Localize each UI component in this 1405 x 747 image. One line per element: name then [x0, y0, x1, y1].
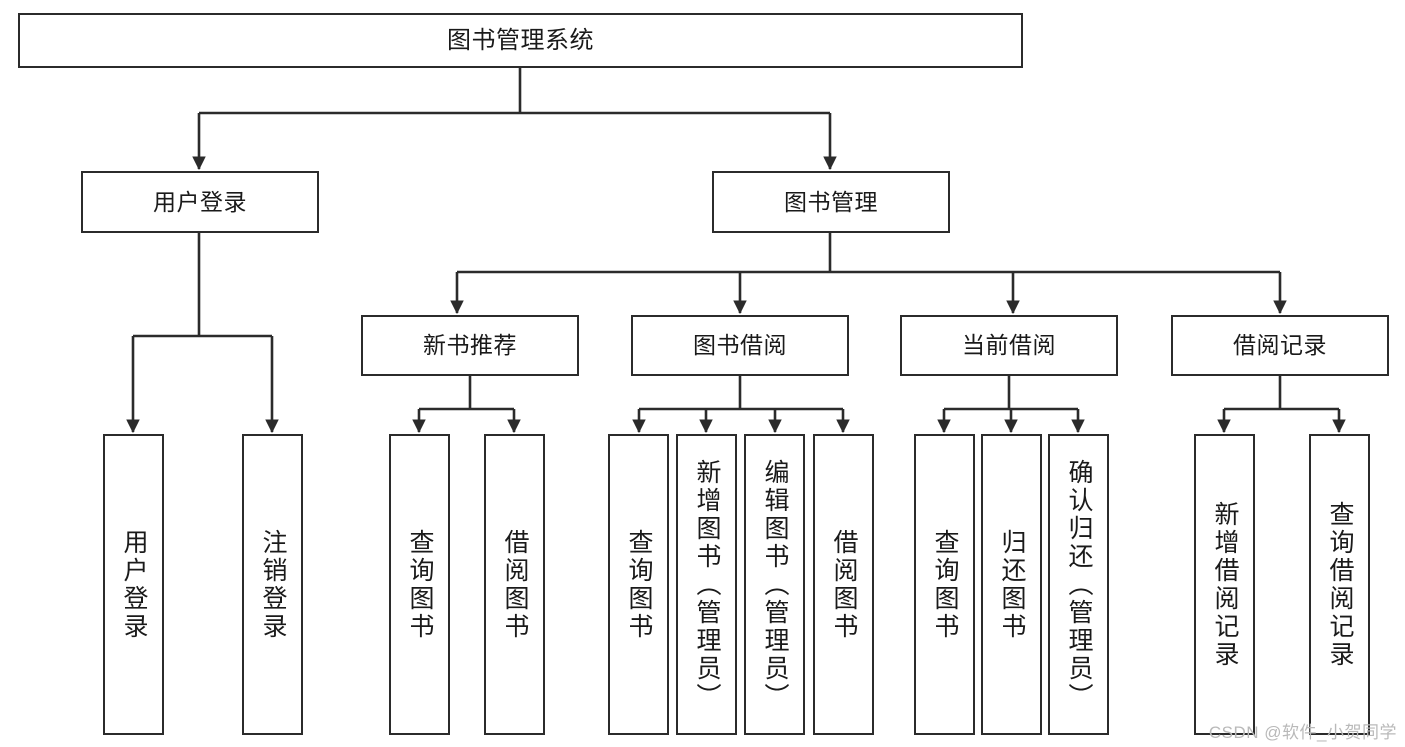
node-label: 归还图书 — [998, 528, 1026, 641]
node-label: 借阅图书 — [501, 528, 529, 641]
leaf-confirm-return-admin[interactable]: 确认归还（管理员） — [1048, 434, 1109, 735]
leaf-query-book-recommend[interactable]: 查询图书 — [389, 434, 450, 735]
leaf-borrow-book-recommend[interactable]: 借阅图书 — [484, 434, 545, 735]
leaf-query-book-borrow[interactable]: 查询图书 — [608, 434, 669, 735]
node-label: 查询图书 — [625, 528, 653, 641]
node-book-borrowing[interactable]: 图书借阅 — [631, 315, 849, 376]
node-label: 用户登录 — [120, 528, 148, 641]
node-label: 新增借阅记录 — [1211, 500, 1239, 669]
node-borrowing-record[interactable]: 借阅记录 — [1171, 315, 1389, 376]
node-user-login[interactable]: 用户登录 — [81, 171, 319, 233]
node-label: 借阅记录 — [1233, 332, 1327, 358]
node-book-management[interactable]: 图书管理 — [712, 171, 950, 233]
node-label: 查询图书 — [406, 528, 434, 641]
node-label: 编辑图书（管理员） — [761, 458, 789, 711]
node-label: 借阅图书 — [830, 528, 858, 641]
node-label: 查询借阅记录 — [1326, 500, 1354, 669]
node-label: 用户登录 — [153, 188, 247, 215]
node-root-book-management-system[interactable]: 图书管理系统 — [18, 13, 1023, 68]
node-label: 注销登录 — [259, 528, 287, 641]
leaf-add-borrow-record[interactable]: 新增借阅记录 — [1194, 434, 1255, 735]
leaf-user-login[interactable]: 用户登录 — [103, 434, 164, 735]
node-label: 查询图书 — [931, 528, 959, 641]
leaf-query-book-current[interactable]: 查询图书 — [914, 434, 975, 735]
leaf-logout[interactable]: 注销登录 — [242, 434, 303, 735]
node-current-borrowing[interactable]: 当前借阅 — [900, 315, 1118, 376]
node-label: 图书管理 — [784, 188, 878, 215]
leaf-return-book[interactable]: 归还图书 — [981, 434, 1042, 735]
node-label: 当前借阅 — [962, 332, 1056, 358]
node-label: 确认归还（管理员） — [1065, 458, 1093, 711]
csdn-watermark: CSDN @软件_小贺同学 — [1208, 723, 1397, 742]
node-label: 新增图书（管理员） — [693, 458, 721, 711]
leaf-query-borrow-record[interactable]: 查询借阅记录 — [1309, 434, 1370, 735]
leaf-borrow-book[interactable]: 借阅图书 — [813, 434, 874, 735]
leaf-edit-book-admin[interactable]: 编辑图书（管理员） — [744, 434, 805, 735]
node-label: 图书管理系统 — [447, 26, 594, 54]
node-label: 新书推荐 — [423, 332, 517, 358]
leaf-add-book-admin[interactable]: 新增图书（管理员） — [676, 434, 737, 735]
node-new-book-recommendation[interactable]: 新书推荐 — [361, 315, 579, 376]
node-label: 图书借阅 — [693, 332, 787, 358]
